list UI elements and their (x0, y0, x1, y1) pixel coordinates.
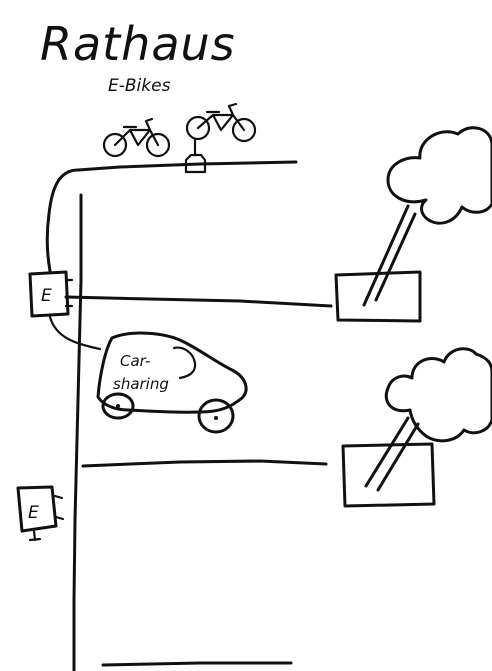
tree-icon (336, 128, 492, 321)
charging-label-lower: E (28, 503, 39, 523)
cable-line (47, 170, 78, 271)
carsharing-label-line2: sharing (113, 375, 169, 393)
charging-label-upper: E (41, 286, 52, 306)
charging-station-lower: E (18, 487, 63, 540)
subtitle: E-Bikes (108, 76, 171, 96)
road-line-2 (83, 461, 326, 466)
road-line-1 (66, 297, 331, 306)
tree-icon (343, 349, 492, 506)
road-line-3 (103, 663, 291, 665)
charging-station-upper: E (30, 272, 72, 316)
car-charging-cable (50, 317, 100, 349)
carsharing-car-icon: Car- sharing (98, 333, 246, 432)
main-road-line (74, 195, 81, 671)
title: Rathaus (40, 17, 236, 71)
charging-stand-icon (186, 140, 205, 172)
e-bike-icon (187, 104, 255, 141)
carsharing-label-line1: Car- (120, 352, 150, 370)
e-bike-icon (104, 119, 169, 156)
